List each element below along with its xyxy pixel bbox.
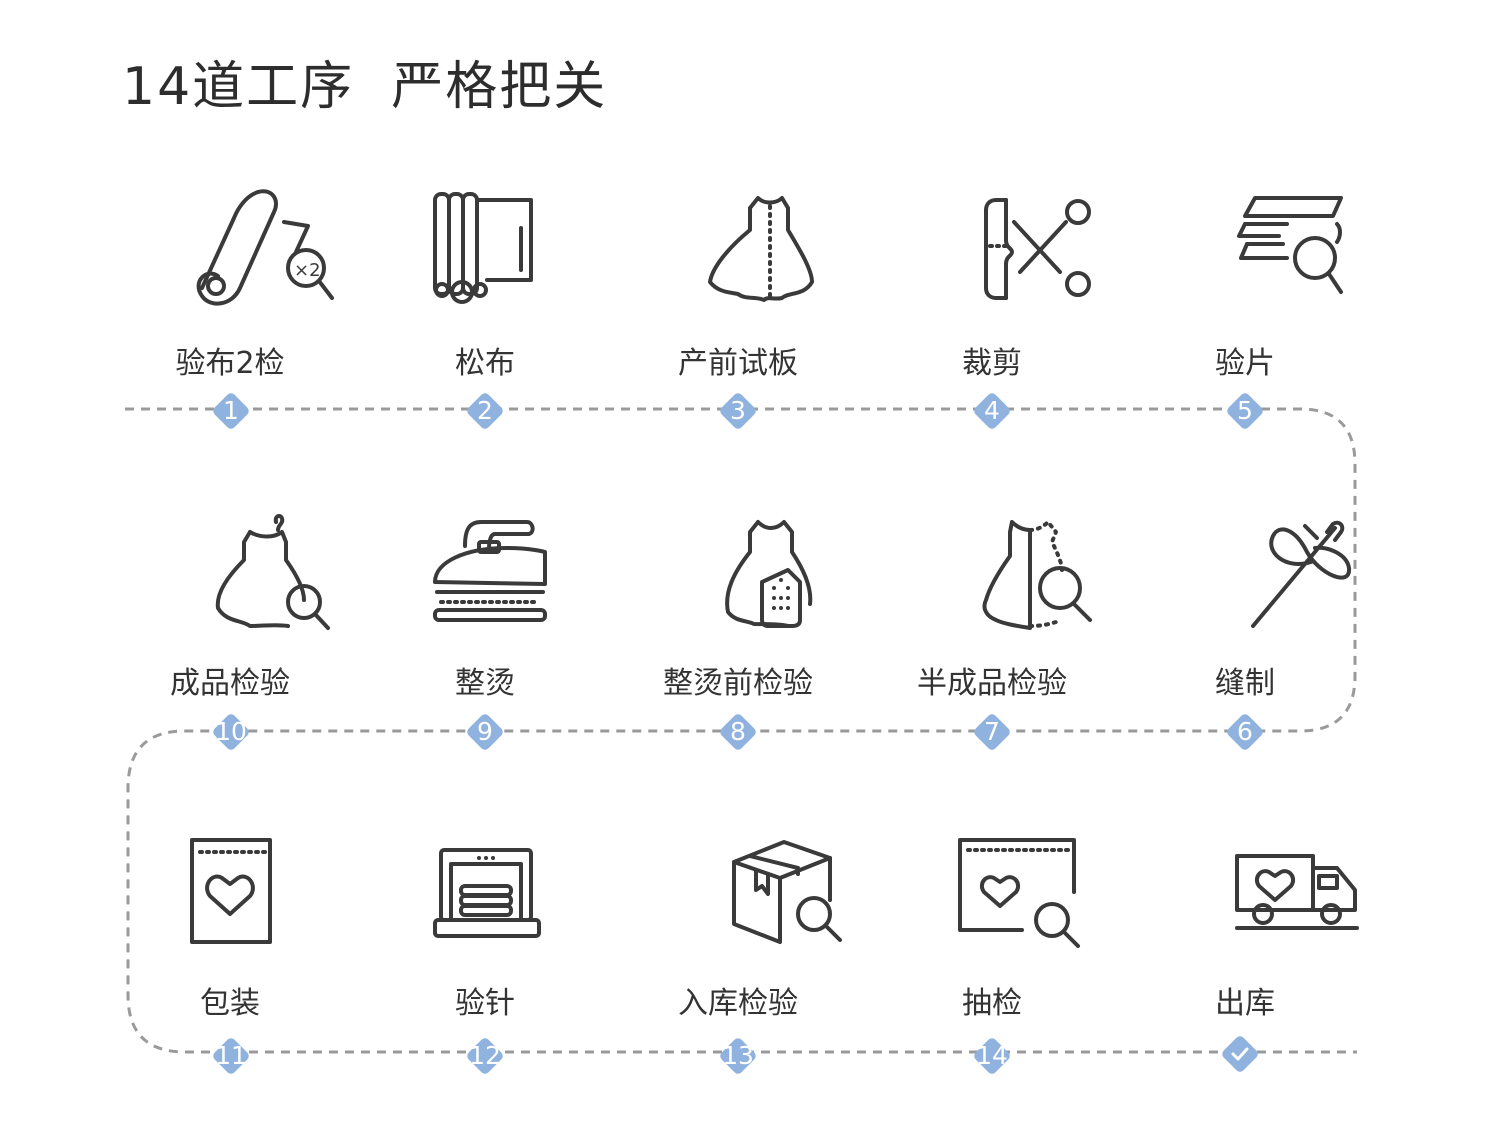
needle-thread-icon xyxy=(1195,508,1351,638)
step-marker: 5 xyxy=(1225,391,1265,431)
check-icon xyxy=(1231,1047,1249,1061)
bag-inspect-icon xyxy=(942,828,1080,958)
step-marker: 4 xyxy=(972,391,1012,431)
step-label: 验布2检 xyxy=(175,346,285,381)
step-label: 整烫 xyxy=(455,666,515,701)
step-label: 抽检 xyxy=(962,986,1022,1021)
step-label: 裁剪 xyxy=(962,346,1022,381)
step-marker: 11 xyxy=(211,1036,251,1076)
step-marker: 6 xyxy=(1225,712,1265,752)
step-label: 包装 xyxy=(200,986,260,1021)
step-marker: 12 xyxy=(465,1036,505,1076)
dress-sample-icon xyxy=(688,188,818,318)
step-marker: 9 xyxy=(465,712,505,752)
step-label: 出库 xyxy=(1215,986,1275,1021)
box-inspect-icon xyxy=(688,828,842,958)
step-marker xyxy=(1220,1034,1260,1074)
step-marker: 8 xyxy=(718,712,758,752)
svg-text:×2: ×2 xyxy=(294,260,321,281)
step-label: 验针 xyxy=(455,986,515,1021)
step-marker: 14 xyxy=(972,1036,1012,1076)
step-label: 松布 xyxy=(455,346,515,381)
scissors-cut-icon xyxy=(942,188,1091,318)
dress-tag-icon xyxy=(688,508,818,638)
delivery-truck-icon xyxy=(1195,828,1359,958)
package-bag-icon xyxy=(180,828,310,958)
half-dress-inspect-icon xyxy=(942,508,1092,638)
step-marker: 7 xyxy=(972,712,1012,752)
step-label: 产前试板 xyxy=(678,346,798,381)
step-marker: 13 xyxy=(718,1036,758,1076)
page-title: 14道工序 严格把关 xyxy=(122,57,608,117)
step-marker: 1 xyxy=(211,391,251,431)
step-label: 成品检验 xyxy=(170,666,290,701)
step-label: 半成品检验 xyxy=(917,666,1067,701)
step-marker: 10 xyxy=(211,712,251,752)
step-marker: 3 xyxy=(718,391,758,431)
needle-detector-icon xyxy=(433,828,565,958)
step-label: 整烫前检验 xyxy=(663,666,813,701)
fabric-roll-inspect-icon: ×2 xyxy=(180,188,334,318)
iron-icon xyxy=(433,508,565,638)
hanger-dress-inspect-icon xyxy=(180,508,330,638)
step-label: 入库检验 xyxy=(678,986,798,1021)
step-label: 缝制 xyxy=(1215,666,1275,701)
fabric-pieces-inspect-icon xyxy=(1195,188,1343,318)
fabric-bolt-icon xyxy=(433,188,565,318)
step-label: 验片 xyxy=(1215,346,1275,381)
step-marker: 2 xyxy=(465,391,505,431)
